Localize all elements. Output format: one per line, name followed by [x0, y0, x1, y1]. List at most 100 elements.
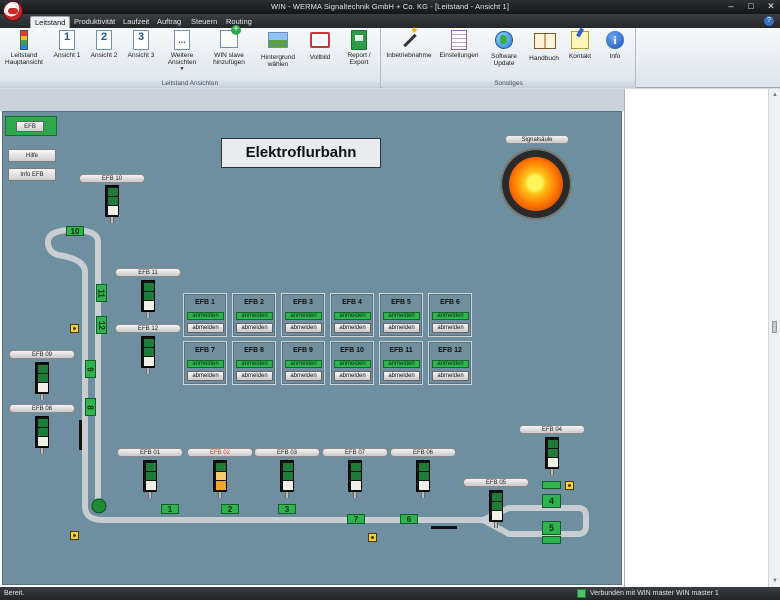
station-7[interactable]: 7 — [347, 514, 365, 524]
abmelden-button[interactable]: abmelden — [383, 323, 420, 333]
signal-tower-efb-03-icon[interactable] — [280, 460, 294, 498]
tab-steuern[interactable]: Steuern — [191, 17, 218, 26]
abmelden-button[interactable]: abmelden — [383, 371, 420, 381]
signal-tower-efb-08-icon[interactable] — [35, 416, 49, 454]
abmelden-button[interactable]: abmelden — [334, 323, 371, 333]
ansicht-1-button[interactable]: 1 Ansicht 1 — [50, 30, 84, 59]
station-1[interactable]: 1 — [161, 504, 179, 514]
anmelden-button[interactable]: anmelden — [432, 312, 469, 320]
abmelden-button[interactable]: abmelden — [236, 371, 273, 381]
abmelden-button[interactable]: abmelden — [285, 323, 322, 333]
signal-tower-efb-07-icon[interactable] — [348, 460, 362, 498]
maximize-icon[interactable]: □ — [748, 1, 754, 11]
weitere-ansichten-button[interactable]: ... Weitere Ansichten ▼ — [163, 30, 201, 73]
anmelden-button[interactable]: anmelden — [383, 360, 420, 368]
efb-selector[interactable]: EFB — [5, 116, 57, 136]
sensor-icon[interactable] — [368, 533, 377, 542]
document-more-icon: ... — [172, 30, 192, 50]
abmelden-button[interactable]: abmelden — [432, 371, 469, 381]
signal-tower-efb-10-icon[interactable] — [105, 185, 119, 223]
anmelden-button[interactable]: anmelden — [334, 360, 371, 368]
station-12[interactable]: 12 — [96, 316, 107, 334]
abmelden-button[interactable]: abmelden — [432, 323, 469, 333]
signal-tower-efb-01-icon[interactable] — [143, 460, 157, 498]
station-8-label: 8 — [85, 405, 95, 410]
anmelden-button[interactable]: anmelden — [187, 360, 224, 368]
signal-tower-efb-02-icon[interactable] — [213, 460, 227, 498]
sensor-icon[interactable] — [565, 481, 574, 490]
tab-laufzeit[interactable]: Laufzeit — [123, 17, 150, 26]
info-label: Info — [609, 53, 621, 60]
station-2[interactable]: 2 — [221, 504, 239, 514]
einstellungen-button[interactable]: Einstellungen — [436, 30, 482, 59]
station-9[interactable]: 9 — [85, 360, 96, 378]
station-12-label: 12 — [97, 321, 106, 330]
win-slave-hinzufuegen-button[interactable]: WIN slave hinzufügen — [208, 25, 250, 66]
anmelden-button[interactable]: anmelden — [334, 312, 371, 320]
signal-tower-efb-06-icon[interactable] — [416, 460, 430, 498]
anmelden-button[interactable]: anmelden — [236, 360, 273, 368]
efb-button[interactable]: EFB — [16, 121, 44, 132]
sensor-icon[interactable] — [70, 324, 79, 333]
tab-routing[interactable]: Routing — [226, 17, 252, 26]
document-2-icon: 2 — [94, 30, 114, 50]
lamp-label-efb-03: EFB 03 — [254, 448, 320, 457]
station-5-buffer — [542, 536, 561, 544]
signal-tower-efb-05-icon[interactable] — [489, 490, 503, 528]
signal-tower-efb-12-icon[interactable] — [141, 336, 155, 374]
anmelden-button[interactable]: anmelden — [432, 360, 469, 368]
abmelden-button[interactable]: abmelden — [187, 323, 224, 333]
tab-auftrag[interactable]: Auftrag — [157, 17, 182, 26]
page-title: Elektroflurbahn — [221, 138, 381, 168]
station-6[interactable]: 6 — [400, 514, 418, 524]
station-8[interactable]: 8 — [85, 398, 96, 416]
lamp-label-efb-12: EFB 12 — [115, 324, 181, 333]
abmelden-button[interactable]: abmelden — [236, 323, 273, 333]
scroll-thumb[interactable] — [772, 321, 777, 333]
abmelden-button[interactable]: abmelden — [334, 371, 371, 381]
help-icon[interactable]: ? — [764, 16, 774, 26]
leitstand-hauptansicht-button[interactable]: Leitstand Hauptansicht — [4, 30, 44, 66]
report-export-label: Report / Export — [347, 52, 371, 66]
close-icon[interactable]: ✕ — [767, 1, 775, 11]
abmelden-button[interactable]: abmelden — [285, 371, 322, 381]
inbetriebnahme-button[interactable]: Inbetriebnahme — [386, 28, 432, 59]
signal-tower-efb-04-icon[interactable] — [545, 437, 559, 475]
tab-produktivitaet[interactable]: Produktivität — [74, 17, 116, 26]
app-menu-logo-icon[interactable] — [3, 1, 23, 21]
signal-tower-efb-11-icon[interactable] — [141, 280, 155, 318]
anmelden-button[interactable]: anmelden — [383, 312, 420, 320]
station-11[interactable]: 11 — [96, 284, 107, 302]
station-5[interactable]: 5 — [542, 521, 561, 535]
scroll-down-icon[interactable]: ▼ — [772, 578, 778, 584]
ansicht-2-button[interactable]: 2 Ansicht 2 — [87, 30, 121, 59]
handbuch-button[interactable]: Handbuch — [526, 30, 562, 62]
anmelden-button[interactable]: anmelden — [285, 312, 322, 320]
station-3[interactable]: 3 — [278, 504, 296, 514]
ansicht-3-button[interactable]: 3 Ansicht 3 — [124, 30, 158, 59]
minimize-icon[interactable]: – — [728, 1, 734, 11]
signal-tower-efb-09-icon[interactable] — [35, 362, 49, 400]
ribbon: Leitstand Hauptansicht 1 Ansicht 1 2 Ans… — [0, 25, 780, 88]
scroll-up-icon[interactable]: ▲ — [772, 92, 778, 98]
lamp-label-efb-10: EFB 10 — [79, 174, 145, 183]
report-export-button[interactable]: Report / Export — [340, 30, 378, 66]
station-4[interactable]: 4 — [542, 494, 561, 508]
software-update-button[interactable]: Software Update — [486, 30, 522, 67]
abmelden-button[interactable]: abmelden — [187, 371, 224, 381]
info-button[interactable]: i Info — [600, 30, 630, 60]
station-10[interactable]: 10 — [66, 226, 84, 236]
hilfe-button[interactable]: Hilfe — [8, 149, 56, 162]
anmelden-button[interactable]: anmelden — [187, 312, 224, 320]
kontakt-button[interactable]: Kontakt — [564, 30, 596, 60]
tab-leitstand[interactable]: Leitstand — [30, 16, 71, 28]
anmelden-button[interactable]: anmelden — [236, 312, 273, 320]
vertical-scrollbar[interactable]: ▲ ▼ — [768, 89, 780, 587]
vollbild-button[interactable]: Vollbild — [302, 30, 338, 61]
hintergrund-waehlen-button[interactable]: Hintergrund wählen — [256, 30, 300, 68]
info-efb-button[interactable]: Info EFB — [8, 168, 56, 181]
sensor-icon[interactable] — [70, 531, 79, 540]
anmelden-button[interactable]: anmelden — [285, 360, 322, 368]
